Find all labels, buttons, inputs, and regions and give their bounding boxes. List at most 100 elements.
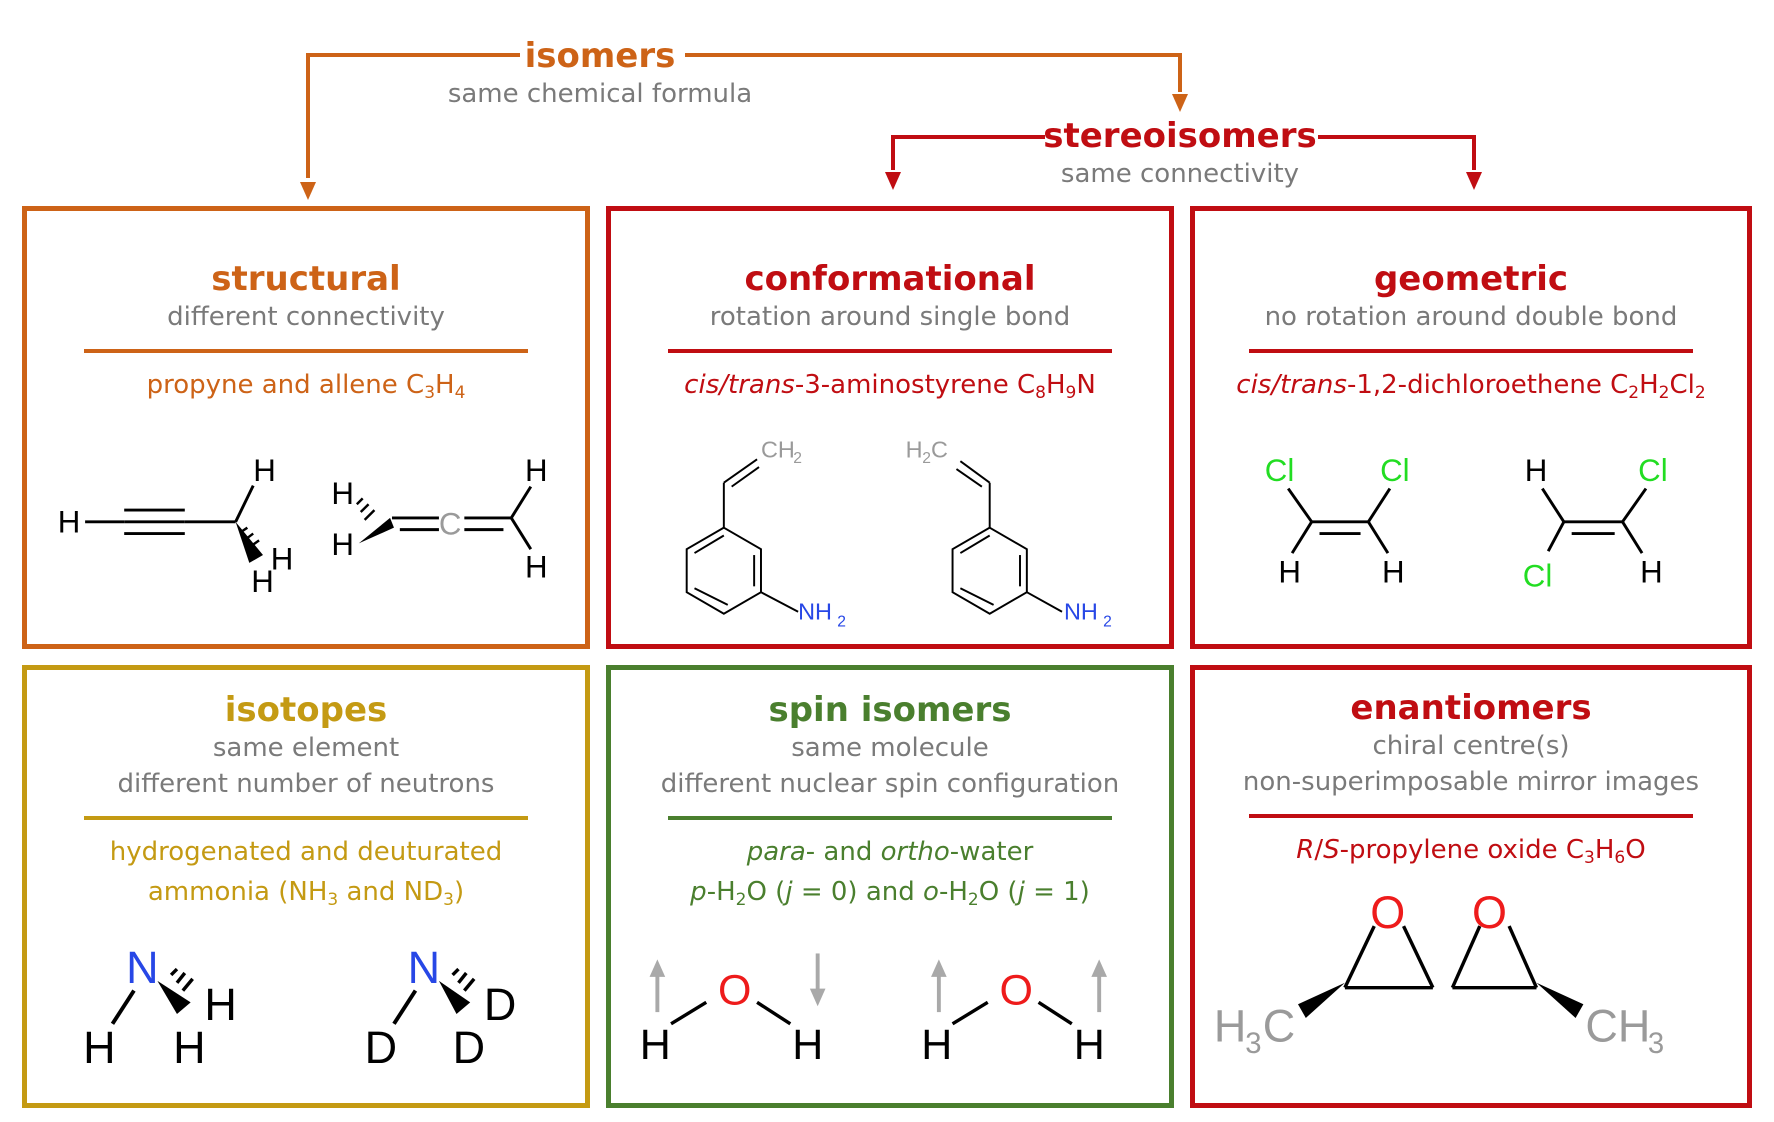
svg-text:H: H	[271, 542, 294, 577]
geometric-divider	[1249, 349, 1693, 353]
svg-text:C: C	[931, 436, 948, 462]
svg-text:Cl: Cl	[1380, 453, 1410, 488]
svg-text:C: C	[1263, 1000, 1295, 1051]
isomers-subtitle: same chemical formula	[447, 79, 753, 109]
svg-text:H: H	[58, 505, 81, 540]
enantiomers-title: enantiomers	[1350, 688, 1592, 728]
stereo-to-conformational-arrow	[885, 135, 1045, 190]
svg-text:O: O	[1472, 887, 1507, 938]
svg-text:CH: CH	[761, 436, 795, 462]
svg-text:O: O	[1370, 887, 1405, 938]
allene-molecule: H H C H H	[331, 453, 547, 585]
isotopes-example-1: hydrogenated and deuturated	[109, 837, 503, 867]
spin-example-2: p-H2O (j = 0) and o-H2O (j = 1)	[690, 877, 1090, 910]
svg-text:CH: CH	[1585, 1000, 1650, 1051]
svg-text:H: H	[331, 527, 354, 562]
svg-text:NH: NH	[798, 599, 832, 625]
structural-box: structural different connectivity propyn…	[22, 206, 590, 649]
svg-text:N: N	[408, 942, 440, 993]
svg-text:H: H	[83, 1022, 115, 1073]
enantiomers-box: enantiomers chiral centre(s) non-superim…	[1190, 665, 1752, 1108]
conformational-title: conformational	[744, 259, 1036, 299]
geometric-example: cis/trans-1,2-dichloroethene C2H2Cl2	[1236, 370, 1706, 403]
conformational-example: cis/trans-3-aminostyrene C8H9N	[684, 370, 1096, 403]
svg-text:C: C	[439, 507, 462, 542]
structural-subtitle: different connectivity	[167, 302, 445, 332]
svg-text:H: H	[1640, 554, 1663, 589]
spin-isomers-box: spin isomers same molecule different nuc…	[606, 665, 1174, 1108]
enantiomers-subtitle-1: chiral centre(s)	[1372, 731, 1570, 761]
isomers-to-stereoisomers-arrow	[685, 53, 1188, 112]
isotopes-title: isotopes	[224, 690, 388, 730]
svg-text:D: D	[484, 979, 516, 1030]
svg-text:H: H	[253, 453, 276, 488]
ortho-water: H O H	[921, 959, 1107, 1069]
propyne-molecule: H H H H	[58, 453, 294, 599]
stereoisomers-title: stereoisomers	[1043, 116, 1317, 156]
svg-text:2: 2	[922, 450, 931, 467]
conformational-divider	[668, 349, 1112, 353]
trans-dichloroethene: H Cl Cl H	[1523, 453, 1668, 594]
para-water: H O H	[640, 953, 826, 1069]
svg-text:H: H	[331, 476, 354, 511]
geometric-box: geometric no rotation around double bond…	[1190, 206, 1752, 649]
svg-text:H: H	[1278, 554, 1301, 589]
ammonia-nh3: N H H H	[83, 942, 237, 1073]
spin-example-1: para- and ortho-water	[746, 837, 1034, 867]
svg-text:H: H	[1382, 554, 1405, 589]
svg-text:H: H	[921, 1021, 952, 1069]
isotopes-example-2: ammonia (NH3 and ND3)	[147, 877, 465, 910]
stereoisomers-subtitle: same connectivity	[1060, 159, 1300, 189]
svg-text:O: O	[999, 966, 1032, 1014]
svg-text:Cl: Cl	[1638, 453, 1668, 488]
svg-text:D: D	[453, 1022, 485, 1073]
svg-text:H: H	[640, 1021, 671, 1069]
conformational-box: conformational rotation around single bo…	[606, 206, 1174, 649]
enantiomers-divider	[1249, 814, 1693, 818]
svg-text:2: 2	[1103, 613, 1112, 630]
svg-text:H: H	[1525, 453, 1548, 488]
svg-text:H: H	[906, 436, 923, 462]
enantiomers-subtitle-2: non-superimposable mirror images	[1242, 767, 1700, 797]
svg-text:N: N	[126, 942, 158, 993]
svg-text:D: D	[365, 1022, 397, 1073]
s-propylene-oxide: O CH 3	[1450, 887, 1664, 1060]
isotopes-box: isotopes same element different number o…	[22, 665, 590, 1108]
svg-text:Cl: Cl	[1523, 558, 1553, 593]
enantiomers-example: R/S-propylene oxide C3H6O	[1296, 835, 1646, 868]
svg-text:H: H	[251, 564, 274, 599]
structural-title: structural	[211, 259, 401, 299]
isotopes-subtitle-2: different number of neutrons	[117, 769, 495, 799]
stereoisomers-header: stereoisomers same connectivity	[1000, 116, 1360, 192]
svg-text:H: H	[525, 453, 548, 488]
r-propylene-oxide: O H 3 C	[1214, 887, 1435, 1060]
structural-example: propyne and allene C3H4	[146, 370, 466, 403]
isotopes-subtitle-1: same element	[212, 733, 400, 763]
svg-text:NH: NH	[1064, 599, 1098, 625]
spin-divider	[668, 816, 1112, 820]
stereo-to-geometric-arrow	[1318, 135, 1482, 190]
isomers-title: isomers	[524, 36, 676, 76]
isomers-to-structural-arrow	[300, 53, 520, 200]
spin-subtitle-1: same molecule	[791, 733, 989, 763]
svg-text:H: H	[525, 550, 548, 585]
svg-text:2: 2	[793, 450, 802, 467]
structural-divider	[84, 349, 528, 353]
svg-text:O: O	[718, 966, 751, 1014]
cis-dichloroethene: Cl Cl H H	[1265, 453, 1410, 590]
svg-text:H: H	[1214, 1000, 1246, 1051]
svg-text:2: 2	[837, 613, 846, 630]
svg-text:Cl: Cl	[1265, 453, 1295, 488]
spin-subtitle-2: different nuclear spin configuration	[660, 769, 1120, 799]
geometric-subtitle: no rotation around double bond	[1264, 302, 1678, 332]
svg-text:H: H	[1074, 1021, 1105, 1069]
isomers-header: isomers same chemical formula	[390, 36, 810, 112]
svg-text:3: 3	[1648, 1027, 1664, 1060]
svg-text:H: H	[173, 1022, 205, 1073]
ammonia-nd3: N D D D	[365, 942, 517, 1073]
svg-text:H: H	[204, 979, 236, 1030]
cis-aminostyrene: CH 2 NH 2	[685, 436, 846, 630]
trans-aminostyrene: H 2 C NH 2	[906, 436, 1112, 630]
svg-text:H: H	[792, 1021, 823, 1069]
